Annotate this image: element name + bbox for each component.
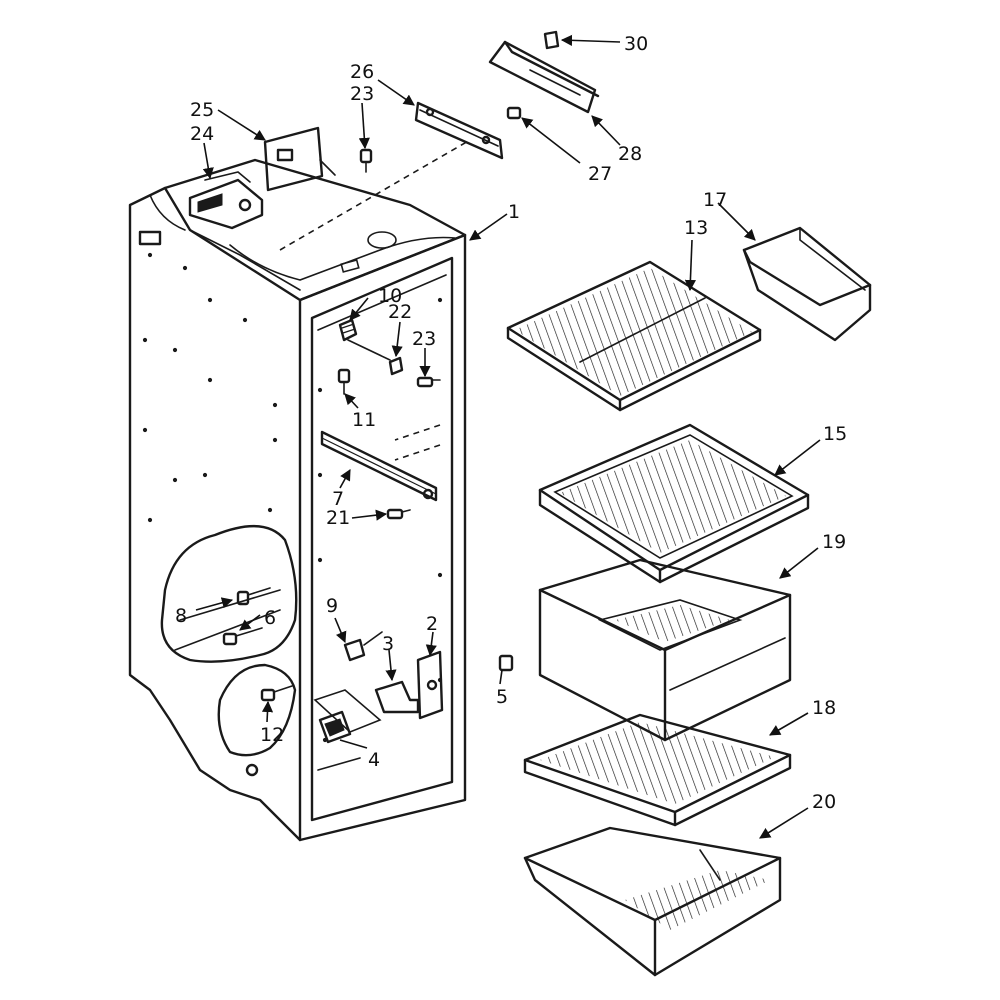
callout-12: 12 <box>260 724 284 746</box>
part-25-bracket <box>263 126 336 192</box>
callout-10: 10 <box>378 285 402 307</box>
part-15-glass-shelf <box>538 423 810 584</box>
callout-20: 20 <box>812 791 836 813</box>
callout-1: 1 <box>508 201 520 223</box>
part-4-light-socket <box>318 710 352 744</box>
callout-26: 26 <box>350 61 374 83</box>
part-24-control-housing <box>188 171 264 230</box>
part-9-clip <box>343 631 383 662</box>
callout-21: 21 <box>326 507 350 529</box>
part-5-screw <box>498 654 514 672</box>
callout-3: 3 <box>382 633 394 655</box>
part-17-door-bin <box>742 226 872 342</box>
part-10-clip <box>338 318 391 361</box>
callout-28: 28 <box>618 143 642 165</box>
part-8-fastener <box>236 587 271 606</box>
part-27-screw <box>506 106 522 120</box>
callout-7: 7 <box>332 488 344 510</box>
part-21-screw <box>386 508 411 520</box>
callout-30: 30 <box>624 33 648 55</box>
callout-labels: 1 2 3 4 5 6 7 8 9 10 11 12 13 15 17 18 1… <box>175 33 847 813</box>
part-13-wire-shelf <box>506 260 762 412</box>
part-23-screw-upper <box>359 148 373 173</box>
callout-15: 15 <box>823 423 847 445</box>
part-18-glass-shelf <box>523 713 792 827</box>
part-7-shelf-rail <box>320 430 438 502</box>
part-23-screw-lower <box>416 376 441 388</box>
part-30-clip <box>543 30 560 50</box>
callout-22: 22 <box>388 301 412 323</box>
part-19-crisper-drawer <box>538 558 792 742</box>
cabinet-liner <box>128 158 467 842</box>
callout-23-lower: 23 <box>412 328 436 350</box>
callout-2: 2 <box>426 613 438 635</box>
callout-23-upper: 23 <box>350 83 374 105</box>
callout-17: 17 <box>703 189 727 211</box>
part-20-meat-drawer <box>523 826 782 977</box>
part-22-screw <box>388 356 404 376</box>
callout-27: 27 <box>588 163 612 185</box>
callout-18: 18 <box>812 697 836 719</box>
part-2-hinge <box>416 650 444 720</box>
part-6-fastener <box>222 627 263 646</box>
callout-19: 19 <box>822 531 846 553</box>
part-26-channel <box>414 101 504 160</box>
callout-11: 11 <box>352 409 376 431</box>
part-11-screw <box>337 368 351 395</box>
callout-9: 9 <box>326 595 338 617</box>
part-3-bracket <box>374 680 420 714</box>
callout-25: 25 <box>190 99 214 121</box>
callout-6: 6 <box>264 607 276 629</box>
callout-leaders <box>195 34 821 839</box>
part-28-shield <box>488 40 600 114</box>
callout-13: 13 <box>684 217 708 239</box>
part-12-fastener <box>260 685 293 702</box>
callout-8: 8 <box>175 605 187 627</box>
callout-5: 5 <box>496 686 508 708</box>
callout-4: 4 <box>368 749 380 771</box>
callout-24: 24 <box>190 123 214 145</box>
